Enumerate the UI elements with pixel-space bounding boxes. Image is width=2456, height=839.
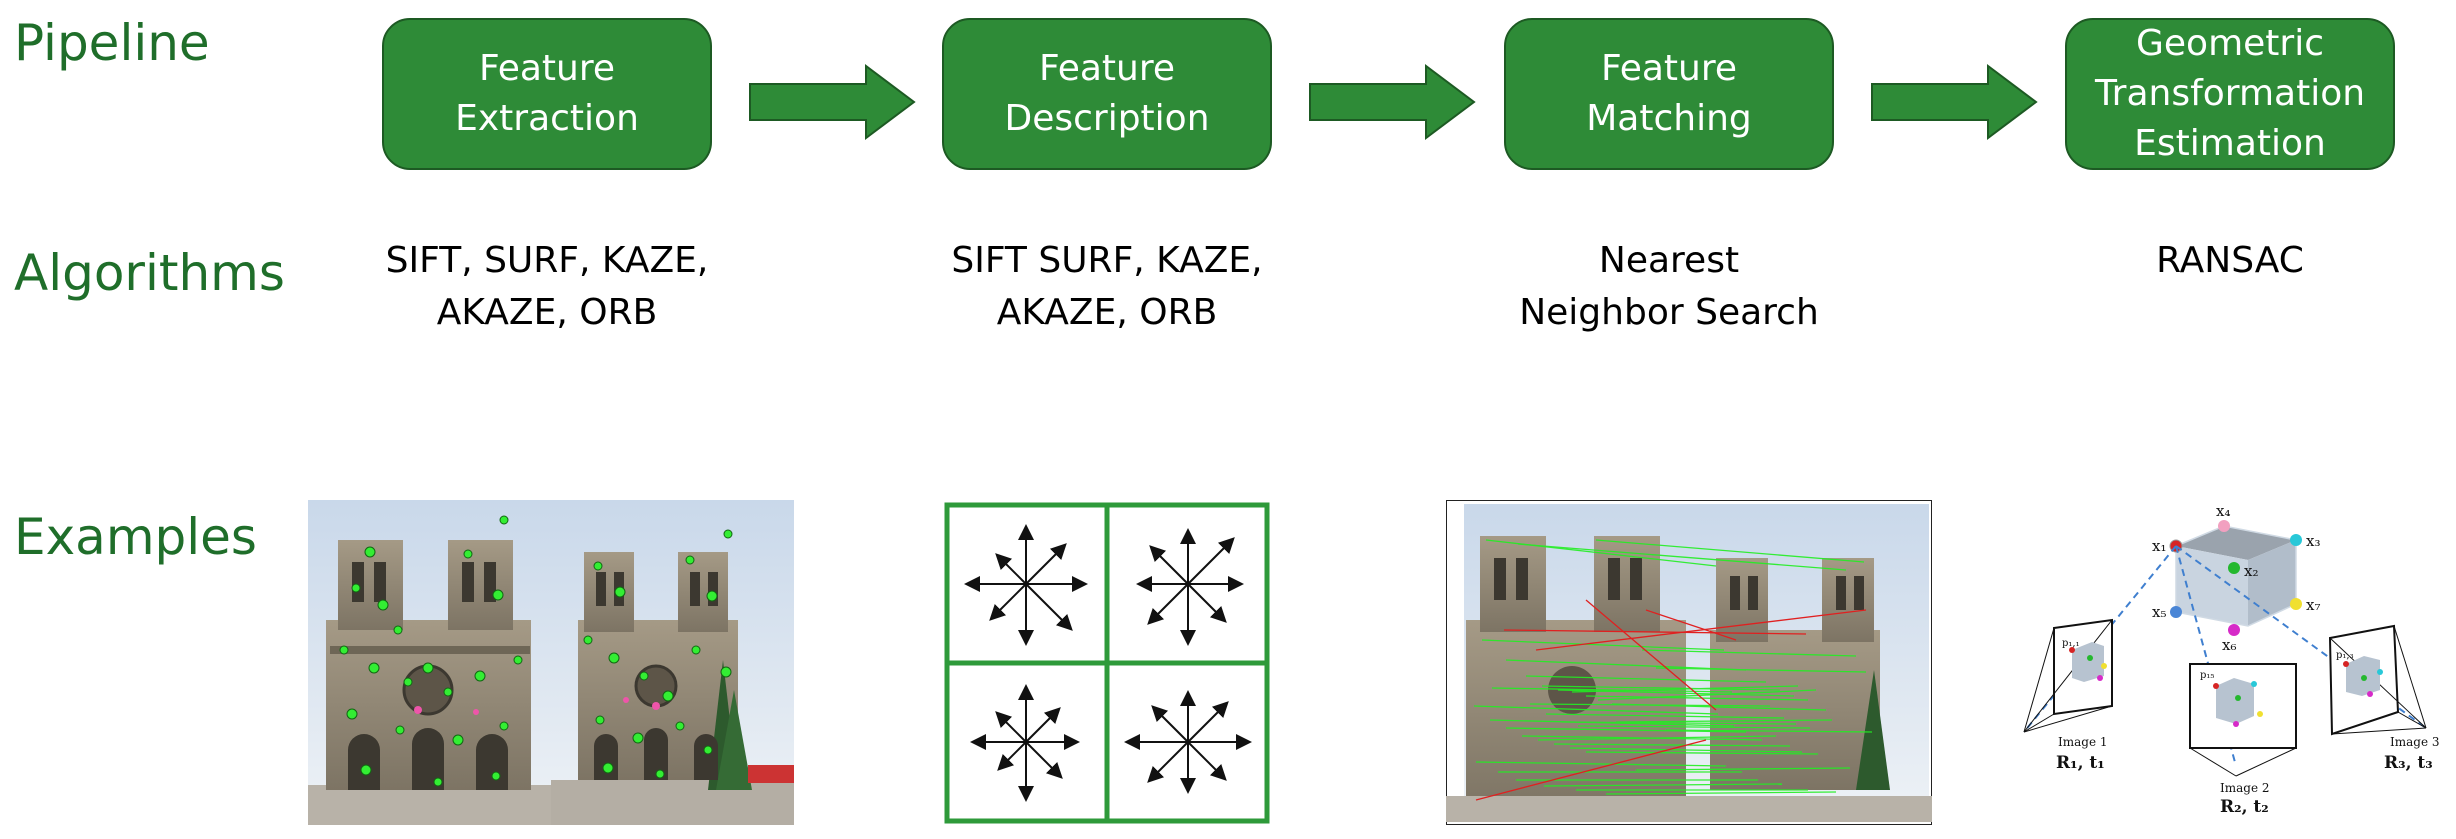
camera-1-pose: R₁, t₁ [2056, 753, 2105, 773]
point-label-x3: x₃ [2306, 532, 2320, 550]
camera-frustum-icon [2023, 618, 2113, 733]
arrow-right-icon [1309, 64, 1476, 140]
camera-2-label: Image 2 [2220, 781, 2270, 795]
point-label-x1: x₁ [2152, 537, 2166, 555]
descriptor-star-icon [964, 524, 1088, 646]
projection-label-p11: p₁,₁ [2062, 638, 2080, 649]
algorithms-geometric-transformation: RANSAC [2156, 240, 2304, 281]
match-lines [1473, 539, 1873, 795]
descriptor-star-icon [1136, 528, 1244, 646]
algorithms-row-label: Algorithms [14, 244, 285, 302]
stage-geometric-transformation-estimation: Geometric Transformation Estimation [2065, 18, 2395, 170]
feature-description-example-grid [944, 502, 1270, 824]
camera-frustum-icon [2189, 663, 2297, 777]
camera-3-label: Image 3 [2390, 735, 2440, 749]
point-label-x2: x₂ [2244, 562, 2258, 580]
stage-feature-matching: Feature Matching [1504, 18, 1834, 170]
geometric-transformation-example-diagram: x₁ x₄ x₃ x₂ x₅ x₆ x₇ p₁,₁ Image 1 R₁, t₁… [2023, 502, 2440, 817]
camera-3-pose: R₃, t₃ [2384, 753, 2433, 773]
stage-feature-description: Feature Description [942, 18, 1272, 170]
cathedral-photo-right [551, 500, 794, 825]
descriptor-star-icon [1124, 690, 1252, 794]
projection-label-p15: p₁₅ [2200, 670, 2214, 681]
algorithms-feature-matching: Nearest Neighbor Search [1519, 240, 1819, 333]
stage-feature-extraction: Feature Extraction [382, 18, 712, 170]
algorithms-feature-extraction: SIFT, SURF, KAZE, AKAZE, ORB [385, 240, 709, 333]
arrow-right-icon [749, 64, 916, 140]
outlier-lines [1475, 599, 1867, 801]
algorithms-feature-description: SIFT SURF, KAZE, AKAZE, ORB [951, 240, 1263, 333]
cube-icon [2175, 525, 2297, 627]
pipeline-row-label: Pipeline [14, 14, 210, 72]
camera-1-label: Image 1 [2058, 735, 2108, 749]
point-label-x5: x₅ [2152, 603, 2166, 621]
cathedral-photo-left [308, 500, 551, 825]
projection-label-p13: p₁,₃ [2336, 650, 2354, 661]
feature-matching-example-image [1446, 500, 1932, 825]
point-label-x4: x₄ [2216, 502, 2230, 520]
arrow-right-icon [1871, 64, 2038, 140]
camera-frustum-icon [2328, 624, 2427, 736]
point-label-x7: x₇ [2306, 596, 2320, 614]
feature-extraction-example-image [308, 500, 794, 825]
camera-2-pose: R₂, t₂ [2220, 797, 2269, 817]
descriptor-star-icon [970, 684, 1080, 802]
point-label-x6: x₆ [2222, 636, 2236, 654]
examples-row-label: Examples [14, 508, 257, 566]
